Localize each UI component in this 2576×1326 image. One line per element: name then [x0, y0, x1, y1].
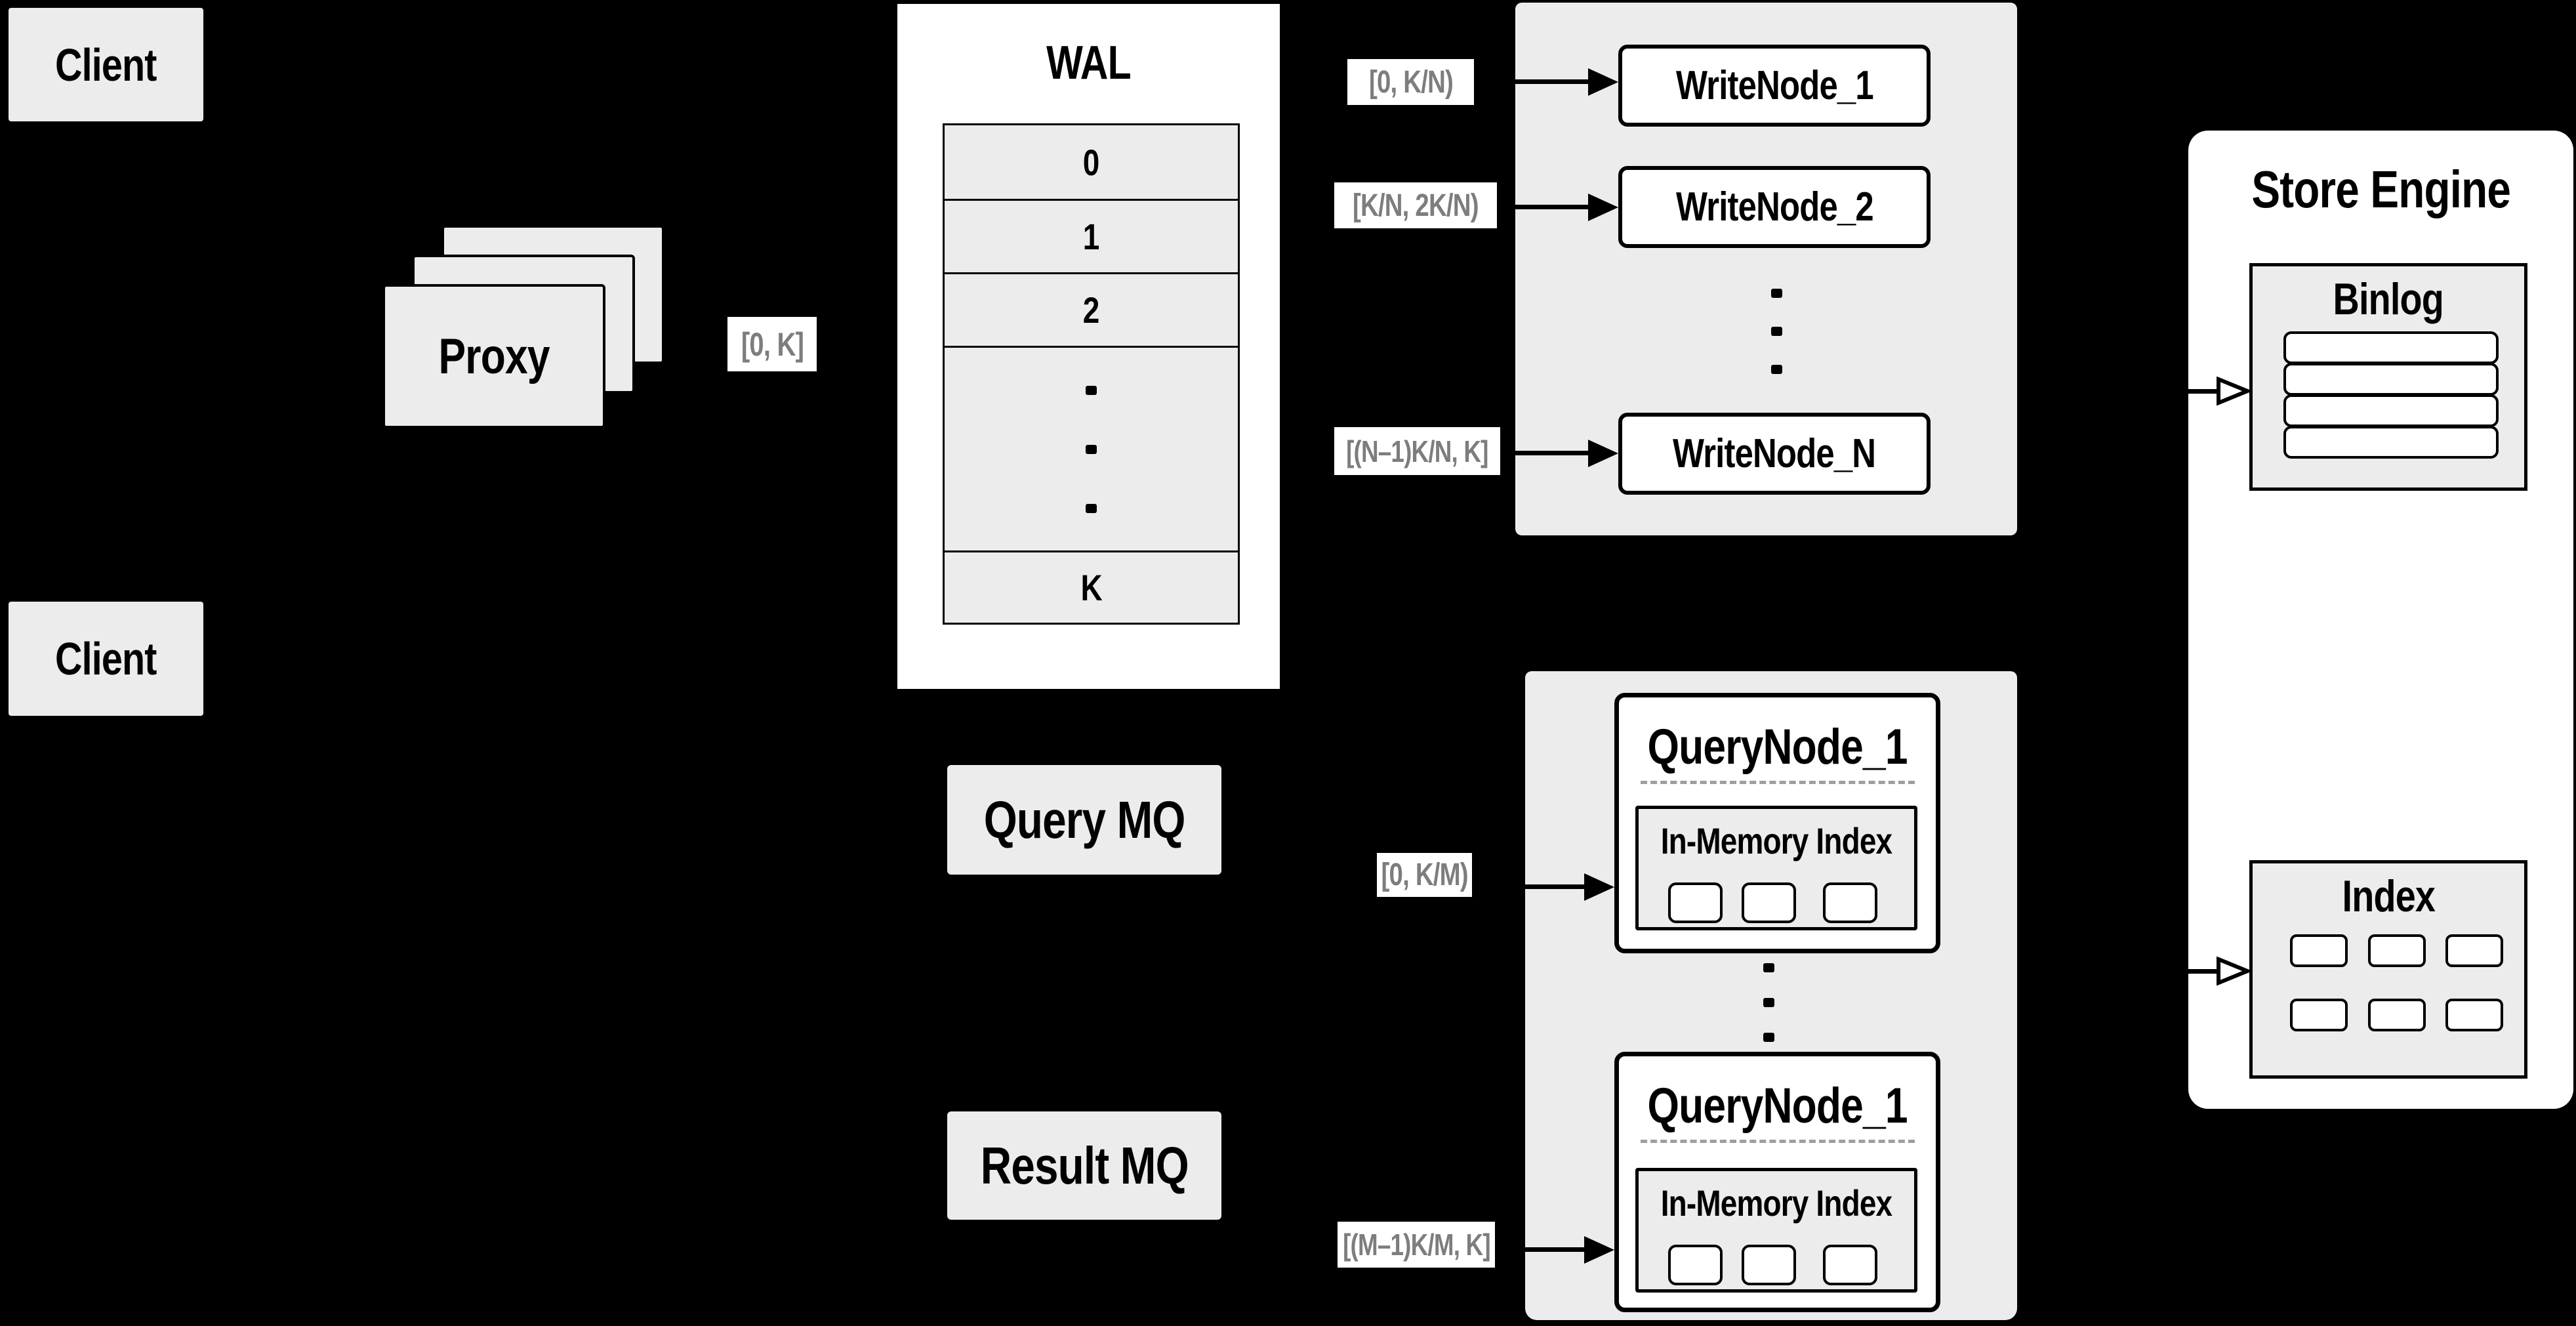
client-label: Client	[55, 633, 157, 684]
wal-box: WAL 0 1 2 K	[897, 4, 1280, 689]
result-mq-box: Result MQ	[945, 1109, 1224, 1222]
index-slot	[2445, 934, 2503, 967]
client-box-top: Client	[6, 5, 206, 124]
arrow-to-binlog	[2188, 389, 2220, 394]
arrow-to-querynode-bottom	[1495, 1247, 1584, 1252]
query-node-box-bottom: QueryNode_1 In-Memory Index	[1614, 1052, 1940, 1312]
range-label-proxy-wal: [0, K]	[727, 317, 817, 371]
range-label-querynode-bottom: [(M–1)K/M, K]	[1338, 1222, 1495, 1268]
arrow-to-querynode-top	[1472, 884, 1584, 889]
wal-ellipsis-row	[943, 346, 1240, 552]
arrowhead-icon	[1588, 440, 1618, 467]
index-slot	[1668, 1245, 1723, 1285]
ellipsis-dots-icon	[1086, 385, 1097, 513]
range-label-writenode-2: [K/N, 2K/N)	[1334, 182, 1497, 228]
arrow-to-writenode-1	[1474, 79, 1588, 84]
ellipsis-dot	[1771, 327, 1782, 336]
in-memory-index-title: In-Memory Index	[1660, 1182, 1892, 1224]
client-label: Client	[55, 39, 157, 91]
wal-title: WAL	[1046, 37, 1132, 89]
wal-title-row: WAL	[897, 24, 1280, 102]
ellipsis-dot	[1763, 998, 1774, 1007]
binlog-box: Binlog	[2249, 263, 2527, 491]
query-node-title: QueryNode_1	[1647, 718, 1908, 775]
query-mq-box: Query MQ	[945, 762, 1224, 877]
index-slot	[1823, 882, 1877, 923]
range-label-writenode-n: [(N–1)K/N, K]	[1334, 427, 1500, 475]
client-box-bottom: Client	[6, 599, 206, 718]
wal-segment-row: 1	[943, 199, 1240, 274]
open-arrowhead-icon	[2217, 957, 2250, 985]
wal-segment-row: 0	[943, 123, 1240, 201]
open-arrowhead-icon	[2217, 377, 2250, 405]
binlog-row	[2283, 426, 2499, 459]
store-engine-title: Store Engine	[2251, 160, 2511, 218]
index-slot	[1742, 882, 1796, 923]
index-slot	[1742, 1245, 1796, 1285]
arrow-to-index	[2188, 969, 2220, 974]
query-node-box-top: QueryNode_1 In-Memory Index	[1614, 693, 1940, 953]
ellipsis-dot	[1771, 365, 1782, 374]
binlog-row	[2283, 331, 2499, 364]
arrowhead-icon	[1588, 68, 1618, 96]
arrowhead-icon	[1588, 194, 1618, 221]
index-slot	[2445, 999, 2503, 1031]
write-node-n-box: WriteNode_N	[1618, 413, 1931, 495]
wal-segment-row: K	[943, 550, 1240, 625]
proxy-card-front: Proxy	[382, 284, 605, 428]
index-slot	[1823, 1245, 1877, 1285]
dashed-divider	[1641, 781, 1915, 784]
store-engine-box: Store Engine Binlog Index	[2188, 131, 2573, 1109]
index-slot	[2368, 999, 2426, 1031]
write-node-1-box: WriteNode_1	[1618, 45, 1931, 127]
ellipsis-dot	[1771, 289, 1782, 298]
dashed-divider	[1641, 1140, 1915, 1143]
range-label-writenode-1: [0, K/N)	[1347, 59, 1474, 105]
in-memory-index-title: In-Memory Index	[1660, 819, 1892, 861]
index-slot	[2290, 999, 2348, 1031]
binlog-row	[2283, 394, 2499, 427]
query-node-title: QueryNode_1	[1647, 1077, 1908, 1134]
arrow-to-writenode-2	[1497, 205, 1588, 209]
wal-segment-table: 0 1 2 K	[943, 123, 1240, 625]
arrow-to-writenode-n	[1500, 451, 1588, 455]
range-label-querynode-top: [0, K/M)	[1377, 853, 1472, 897]
in-memory-index-box: In-Memory Index	[1635, 1168, 1917, 1293]
index-title: Index	[2342, 871, 2435, 921]
index-slot	[2368, 934, 2426, 967]
binlog-title: Binlog	[2333, 274, 2444, 324]
binlog-row	[2283, 363, 2499, 396]
ellipsis-dot	[1763, 1033, 1774, 1042]
ellipsis-dot	[1763, 963, 1774, 972]
wal-segment-row: 2	[943, 272, 1240, 348]
in-memory-index-box: In-Memory Index	[1635, 806, 1917, 930]
arrowhead-icon	[1584, 1236, 1614, 1264]
index-box: Index	[2249, 860, 2527, 1079]
write-node-2-box: WriteNode_2	[1618, 166, 1931, 248]
index-slot	[1668, 882, 1723, 923]
index-slot	[2290, 934, 2348, 967]
arrowhead-icon	[1584, 873, 1614, 901]
proxy-label: Proxy	[438, 328, 550, 384]
